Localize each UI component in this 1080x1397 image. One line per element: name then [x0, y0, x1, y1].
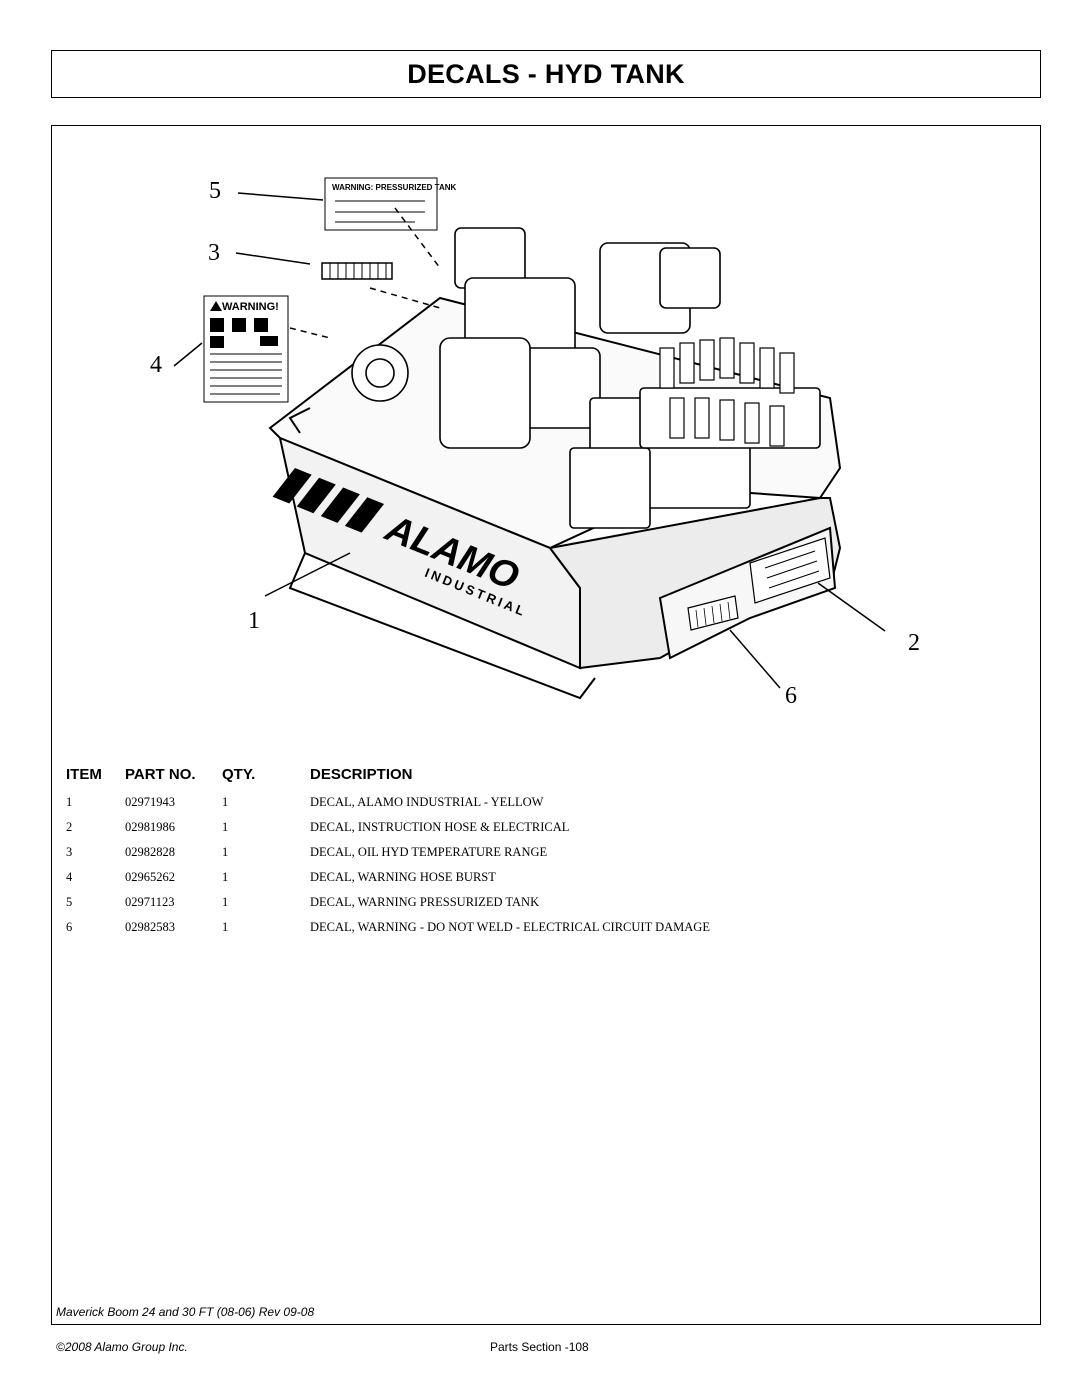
- cell-description: DECAL, WARNING PRESSURIZED TANK: [310, 895, 540, 909]
- footer-page-number: Parts Section -108: [490, 1340, 589, 1354]
- table-row: 5 02971123 1 DECAL, WARNING PRESSURIZED …: [0, 895, 1080, 920]
- header-part-no: PART NO.: [125, 766, 196, 783]
- cell-part-no: 02981986: [125, 820, 175, 834]
- cell-description: DECAL, WARNING HOSE BURST: [310, 870, 496, 884]
- footer-copyright: ©2008 Alamo Group Inc.: [56, 1340, 188, 1354]
- decal-do-not-weld: [687, 595, 739, 631]
- cell-item: 6: [66, 920, 73, 934]
- decal-warning-text: WARNING!: [222, 301, 279, 313]
- cell-part-no: 02982583: [125, 920, 175, 934]
- decal-temperature-range: [321, 262, 393, 280]
- cell-item: 2: [66, 820, 73, 834]
- decal-pressurized-tank-text: WARNING: PRESSURIZED TANK: [332, 183, 457, 192]
- cell-item: 4: [66, 870, 73, 884]
- cell-qty: 1: [222, 920, 229, 934]
- header-description: DESCRIPTION: [310, 766, 413, 783]
- cell-item: 3: [66, 845, 73, 859]
- cell-description: DECAL, ALAMO INDUSTRIAL - YELLOW: [310, 795, 544, 809]
- hyd-tank-drawing: ALAMO INDUSTRIAL WARNING: PRESSURIZED TA…: [150, 177, 920, 709]
- hyd-tank-illustration: ALAMO INDUSTRIAL WARNING: PRESSURIZED TA…: [140, 168, 940, 758]
- callout-2: 2: [908, 630, 920, 656]
- cell-description: DECAL, OIL HYD TEMPERATURE RANGE: [310, 845, 548, 859]
- decal-pressurized-tank: WARNING: PRESSURIZED TANK: [324, 177, 457, 231]
- header-item: ITEM: [66, 766, 102, 783]
- cell-qty: 1: [222, 820, 229, 834]
- page-title-box: DECALS - HYD TANK: [51, 50, 1041, 98]
- callout-4: 4: [150, 352, 162, 378]
- cell-part-no: 02971123: [125, 895, 175, 909]
- cell-qty: 1: [222, 795, 229, 809]
- decal-warning-hose-burst: WARNING!: [203, 295, 289, 403]
- footer-document-title: Maverick Boom 24 and 30 FT (08-06) Rev 0…: [56, 1305, 315, 1319]
- parts-table-header: ITEM PART NO. QTY. DESCRIPTION: [0, 766, 1080, 786]
- content-frame: [51, 125, 1041, 1325]
- cell-item: 5: [66, 895, 73, 909]
- page-title: DECALS - HYD TANK: [407, 58, 685, 89]
- cell-part-no: 02971943: [125, 795, 175, 809]
- table-row: 6 02982583 1 DECAL, WARNING - DO NOT WEL…: [0, 920, 1080, 945]
- cell-part-no: 02965262: [125, 870, 175, 884]
- header-qty: QTY.: [222, 766, 256, 783]
- table-row: 2 02981986 1 DECAL, INSTRUCTION HOSE & E…: [0, 820, 1080, 845]
- cell-qty: 1: [222, 895, 229, 909]
- callout-3: 3: [208, 240, 220, 266]
- parts-table: 1 02971943 1 DECAL, ALAMO INDUSTRIAL - Y…: [0, 795, 1080, 945]
- cell-description: DECAL, WARNING - DO NOT WELD - ELECTRICA…: [310, 920, 710, 934]
- callout-6: 6: [785, 683, 797, 709]
- cell-description: DECAL, INSTRUCTION HOSE & ELECTRICAL: [310, 820, 570, 834]
- cell-part-no: 02982828: [125, 845, 175, 859]
- cell-qty: 1: [222, 870, 229, 884]
- callout-1: 1: [248, 608, 260, 634]
- table-row: 1 02971943 1 DECAL, ALAMO INDUSTRIAL - Y…: [0, 795, 1080, 820]
- cell-qty: 1: [222, 845, 229, 859]
- table-row: 3 02982828 1 DECAL, OIL HYD TEMPERATURE …: [0, 845, 1080, 870]
- cell-item: 1: [66, 795, 73, 809]
- decal-instruction-hose: [749, 537, 831, 604]
- table-row: 4 02965262 1 DECAL, WARNING HOSE BURST: [0, 870, 1080, 895]
- callout-5: 5: [209, 178, 221, 204]
